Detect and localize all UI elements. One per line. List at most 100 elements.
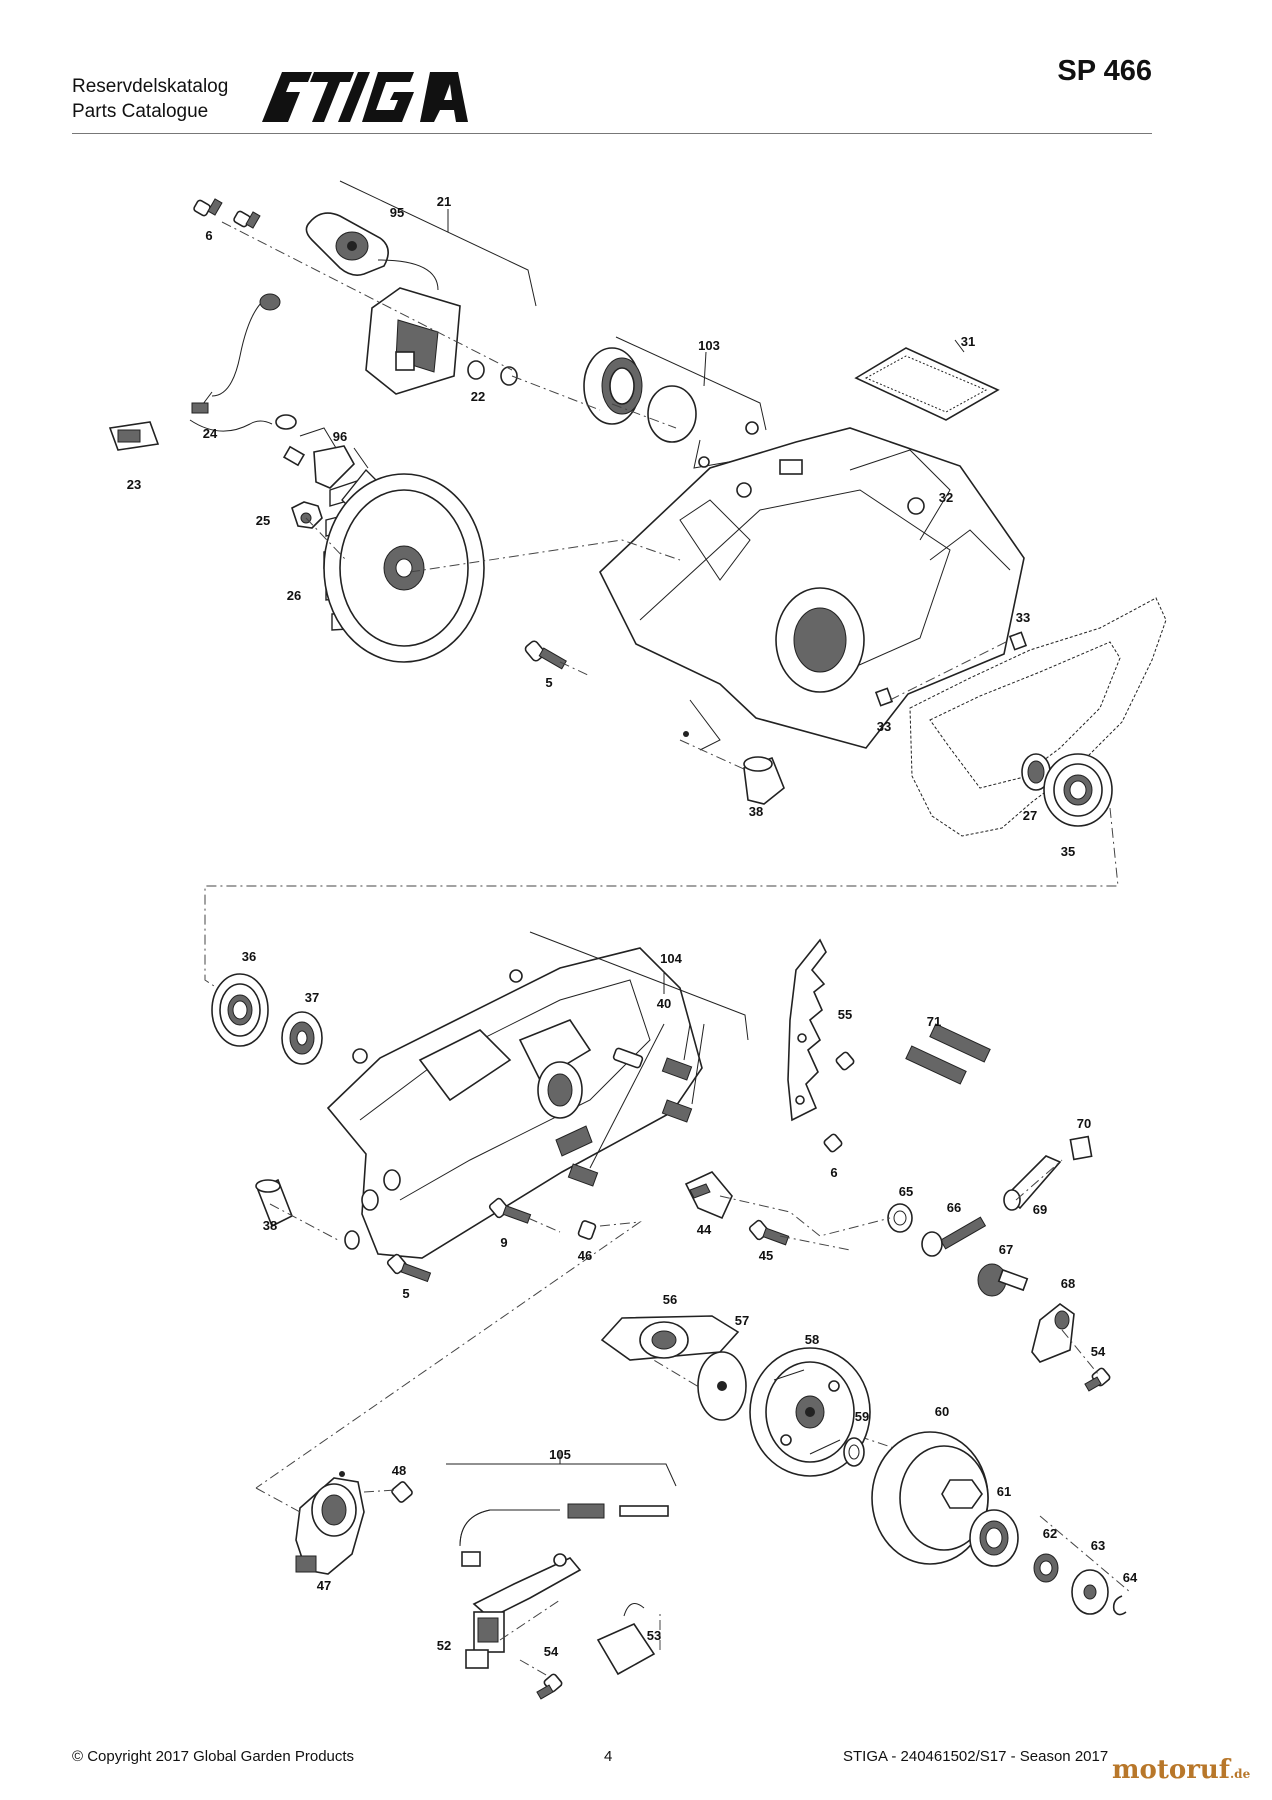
callout-48: 48 <box>392 1463 406 1478</box>
gear-part-67 <box>977 1263 1029 1297</box>
callout-26: 26 <box>287 588 301 603</box>
screw-part-45 <box>748 1219 790 1246</box>
worm-gear-part-66 <box>921 1216 987 1257</box>
callout-60: 60 <box>935 1404 949 1419</box>
oil-pipe-assembly-part-105 <box>459 1503 669 1567</box>
callout-38b: 38 <box>263 1218 277 1233</box>
housing-part-68 <box>1031 1302 1075 1363</box>
assembly-lines-lower <box>255 1487 661 1677</box>
crankcase-half-part-104 <box>326 947 703 1259</box>
callout-57: 57 <box>735 1313 749 1328</box>
bracket-105 <box>446 1463 677 1487</box>
oil-pump-part-52 <box>465 1553 582 1669</box>
callout-58: 58 <box>805 1332 819 1347</box>
bracket-21 <box>339 180 537 307</box>
pin-part-33b <box>874 687 894 707</box>
callout-63: 63 <box>1091 1538 1105 1553</box>
screw-part-5b <box>386 1253 432 1283</box>
callout-45: 45 <box>759 1248 773 1263</box>
screw-part-54a <box>1084 1367 1111 1392</box>
catalog-title-sv: Reservdelskatalog <box>72 76 229 97</box>
gasket <box>909 597 1167 837</box>
nut-part-25 <box>291 501 323 529</box>
callout-104: 104 <box>660 951 682 966</box>
fuel-cap-part-103 <box>583 347 759 469</box>
catalog-title: Reservdelskatalog Parts Catalogue <box>72 74 228 124</box>
washer-part-63 <box>1071 1569 1109 1615</box>
seal-part-27 <box>1021 753 1051 791</box>
assembly-lines-middle <box>255 1159 1131 1593</box>
filter-part-31 <box>854 347 1000 421</box>
studs-part-40 <box>567 1047 693 1187</box>
ignition-coil-assembly <box>108 212 518 451</box>
stiga-logo <box>254 64 474 131</box>
callout-33a: 33 <box>1016 610 1030 625</box>
callout-22: 22 <box>471 389 485 404</box>
copyright-notice: © Copyright 2017 Global Garden Products <box>72 1748 355 1765</box>
lever-part-69 <box>1003 1155 1062 1211</box>
screw-part-6 <box>193 198 261 229</box>
cover-part-56 <box>600 1315 740 1361</box>
watermark-main: motoruf <box>1112 1755 1230 1785</box>
clutch-drum-part-60 <box>871 1431 989 1565</box>
callout-65: 65 <box>899 1184 913 1199</box>
pin-part-33a <box>1008 631 1028 651</box>
callout-32: 32 <box>939 490 953 505</box>
seal-part-37 <box>281 1011 323 1065</box>
screw-part-6b <box>823 1051 855 1153</box>
callout-105: 105 <box>549 1447 571 1462</box>
crankcase-half-part-32 <box>599 427 1025 751</box>
clip-part-96 <box>282 427 369 489</box>
callout-62: 62 <box>1043 1526 1057 1541</box>
callout-5a: 5 <box>545 675 552 690</box>
callout-71: 71 <box>927 1014 941 1029</box>
callout-64: 64 <box>1123 1570 1138 1585</box>
callout-56: 56 <box>663 1292 677 1307</box>
callout-33b: 33 <box>877 719 891 734</box>
callout-66: 66 <box>947 1200 961 1215</box>
callout-55: 55 <box>838 1007 852 1022</box>
studs-part-71 <box>905 1023 991 1085</box>
callout-24: 24 <box>203 426 218 441</box>
callout-96: 96 <box>333 429 347 444</box>
header-divider <box>72 133 1152 134</box>
sprocket-part-61 <box>969 1509 1019 1567</box>
callout-37: 37 <box>305 990 319 1005</box>
callout-6: 6 <box>205 228 212 243</box>
callout-38a: 38 <box>749 804 763 819</box>
callout-54b: 54 <box>544 1644 559 1659</box>
watermark-logo: motoruf.de <box>1112 1755 1250 1785</box>
washer-part-57 <box>697 1351 747 1421</box>
needle-bearing-part-62 <box>1033 1553 1059 1583</box>
callout-23: 23 <box>127 477 141 492</box>
callout-70: 70 <box>1077 1116 1091 1131</box>
callout-46: 46 <box>578 1248 592 1263</box>
boot-part-38a <box>743 756 785 805</box>
screw-part-5a <box>524 640 567 670</box>
callout-44: 44 <box>697 1222 712 1237</box>
pin-part-46 <box>577 1220 597 1240</box>
screw-part-54b <box>536 1673 563 1700</box>
callout-54a: 54 <box>1091 1344 1106 1359</box>
clip-part-64 <box>1112 1595 1127 1616</box>
guard-part-44 <box>684 1171 733 1220</box>
bracket-103 <box>615 336 767 431</box>
callout-21: 21 <box>437 194 451 209</box>
callout-27: 27 <box>1023 808 1037 823</box>
callout-35: 35 <box>1061 844 1075 859</box>
oil-pump-housing-part-47 <box>295 1471 365 1575</box>
callout-36: 36 <box>242 949 256 964</box>
callout-31: 31 <box>961 334 975 349</box>
callout-47: 47 <box>317 1578 331 1593</box>
page-number: 4 <box>604 1748 613 1765</box>
callout-52: 52 <box>437 1638 451 1653</box>
callout-103: 103 <box>698 338 720 353</box>
callout-95: 95 <box>390 205 404 220</box>
callout-61: 61 <box>997 1484 1011 1499</box>
watermark-suffix: .de <box>1230 1767 1251 1781</box>
callout-25: 25 <box>256 513 270 528</box>
callout-67: 67 <box>999 1242 1013 1257</box>
bumper-spike-part-55 <box>787 938 827 1122</box>
part-53 <box>596 1603 656 1676</box>
block-part-70 <box>1069 1135 1093 1161</box>
